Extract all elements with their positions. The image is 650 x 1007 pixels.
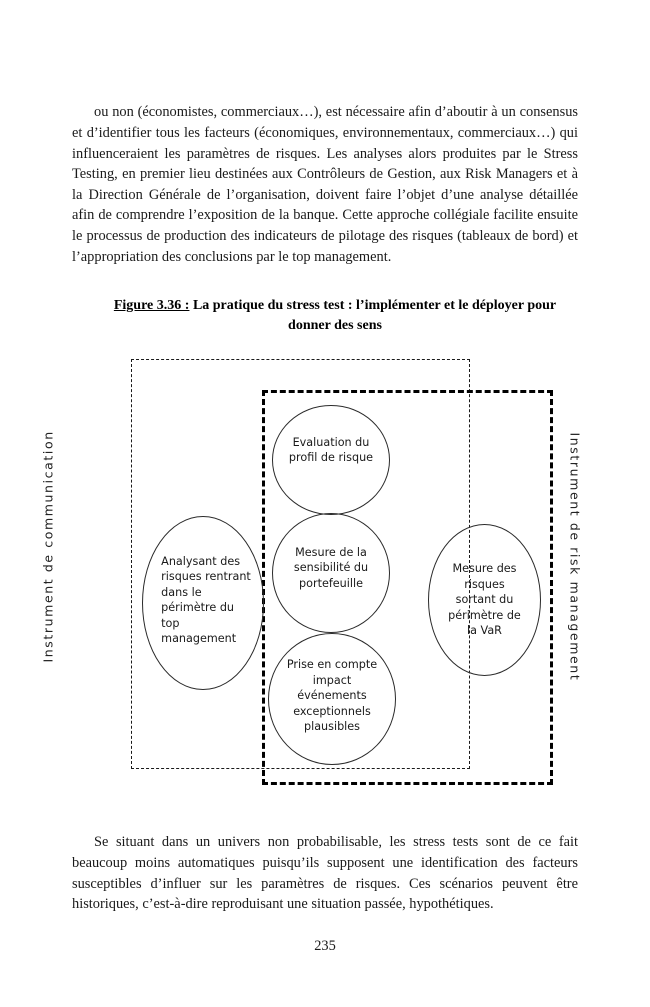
inner-dashed-box	[262, 390, 553, 785]
paragraph-top-text: ou non (économistes, commerciaux…), est …	[72, 104, 578, 265]
paragraph-bottom-text: Se situant dans un univers non probabili…	[72, 834, 578, 913]
paragraph-top: ou non (économistes, commerciaux…), est …	[72, 102, 578, 267]
outer-box-label: Instrument de communication	[40, 430, 56, 663]
figure-caption: Figure 3.36 : La pratique du stress test…	[92, 296, 578, 336]
paragraph-bottom: Se situant dans un univers non probabili…	[72, 832, 578, 914]
figure-diagram: Instrument de communication Instrument d…	[0, 340, 650, 810]
inner-box-label: Instrument de risk management	[567, 432, 583, 682]
page-number: 235	[314, 938, 336, 954]
figure-caption-text: La pratique du stress test : l’implément…	[189, 298, 557, 333]
figure-caption-label: Figure 3.36 :	[113, 298, 190, 313]
